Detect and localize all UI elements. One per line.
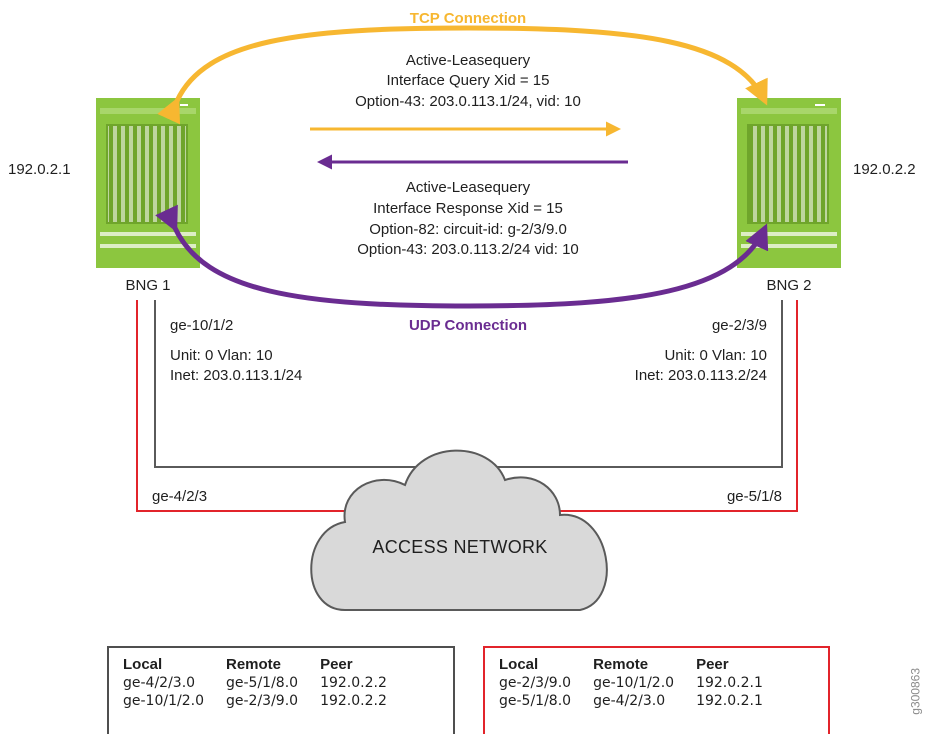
right-interface-unit: Unit: 0 Vlan: 10 [664, 347, 767, 364]
response-message-line-2: Interface Response Xid = 15 [373, 200, 563, 217]
bng2-session-table: Local Remote Peer ge-2/3/9.0 ge-10/1/2.0… [483, 646, 830, 734]
cell: 192.0.2.2 [320, 675, 387, 691]
tcp-connection-arc [157, 25, 768, 125]
table-row: ge-10/1/2.0 ge-2/3/9.0 192.0.2.2 [123, 692, 409, 710]
table-row: ge-4/2/3.0 ge-5/1/8.0 192.0.2.2 [123, 674, 409, 692]
right-access-port: ge-5/1/8 [726, 488, 782, 505]
cell: ge-4/2/3.0 [593, 693, 666, 709]
cell: ge-10/1/2.0 [123, 693, 204, 709]
cell: 192.0.2.1 [696, 693, 763, 709]
cell: ge-2/3/9.0 [225, 693, 299, 709]
bng1-ip: 192.0.2.1 [8, 161, 71, 178]
tcp-connection-label: TCP Connection [409, 10, 527, 27]
cell: ge-2/3/9.0 [499, 675, 572, 691]
left-interface-name: ge-10/1/2 [170, 317, 234, 334]
left-access-port: ge-4/2/3 [152, 488, 208, 505]
udp-connection-label: UDP Connection [408, 317, 528, 334]
right-interface-inet: Inet: 203.0.113.2/24 [634, 367, 767, 384]
access-network-label: ACCESS NETWORK [372, 537, 548, 557]
graphic-id: g300863 [909, 668, 923, 715]
cell: ge-10/1/2.0 [593, 675, 675, 691]
response-message-line-1: Active-Leasequery [405, 179, 531, 196]
access-network-cloud [310, 449, 608, 611]
left-interface-unit: Unit: 0 Vlan: 10 [170, 347, 273, 364]
col-local: Local [499, 656, 539, 673]
col-local: Local [123, 656, 163, 673]
left-interface-inet: Inet: 203.0.113.1/24 [170, 367, 303, 384]
query-message-line-2: Interface Query Xid = 15 [386, 72, 550, 89]
bng2-ip: 192.0.2.2 [853, 161, 916, 178]
bng2-name: BNG 2 [766, 277, 812, 294]
router-bng2 [737, 98, 841, 268]
col-remote: Remote [593, 656, 649, 673]
response-message-line-3: Option-82: circuit-id: g-2/3/9.0 [369, 221, 567, 238]
col-peer: Peer [320, 656, 353, 673]
bng1-session-table: Local Remote Peer ge-4/2/3.0 ge-5/1/8.0 … [107, 646, 455, 734]
table-row: ge-2/3/9.0 ge-10/1/2.0 192.0.2.1 [499, 674, 785, 692]
cell: ge-5/1/8.0 [499, 693, 572, 709]
col-peer: Peer [696, 656, 729, 673]
right-interface-name: ge-2/3/9 [711, 317, 767, 334]
cell: 192.0.2.1 [696, 675, 763, 691]
col-remote: Remote [225, 656, 281, 673]
cell: ge-5/1/8.0 [225, 675, 299, 691]
bng1-name: BNG 1 [125, 277, 171, 294]
table-row: ge-5/1/8.0 ge-4/2/3.0 192.0.2.1 [499, 692, 785, 710]
cell: 192.0.2.2 [320, 693, 387, 709]
cell: ge-4/2/3.0 [123, 675, 196, 691]
response-message-line-4: Option-43: 203.0.113.2/24 vid: 10 [357, 241, 579, 258]
udp-connection-arc [155, 204, 769, 309]
query-message-line-3: Option-43: 203.0.113.1/24, vid: 10 [355, 93, 581, 110]
query-message-line-1: Active-Leasequery [405, 52, 531, 69]
